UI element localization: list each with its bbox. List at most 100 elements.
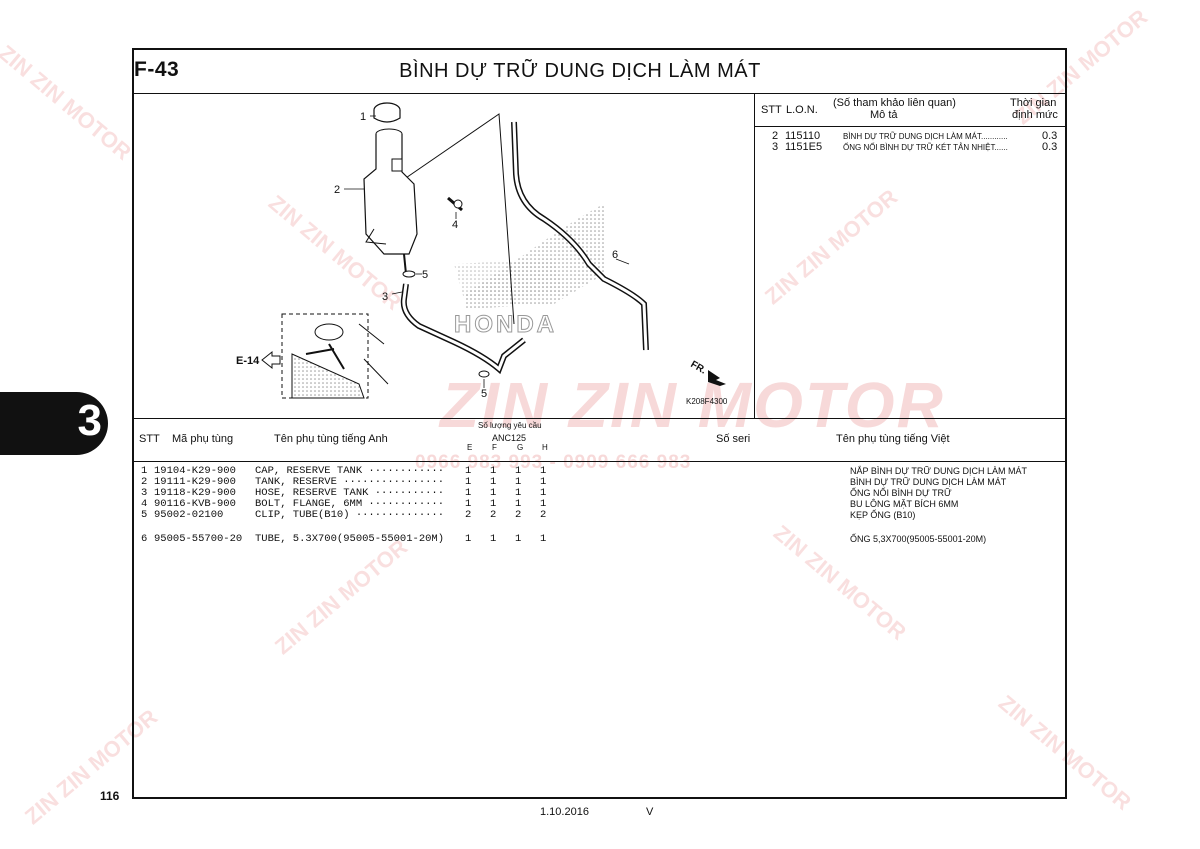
part-stt: 6 [141,533,148,545]
service-row-time: 0.3 [1042,130,1058,142]
part-stt: 5 [141,509,148,521]
watermark-brand-topleft: ZIN ZIN MOTOR [0,40,137,165]
service-row-time: 0.3 [1042,141,1058,153]
page-title: BÌNH DỰ TRỮ DUNG DỊCH LÀM MÁT [399,60,761,82]
part-number: 95002-02100 [154,509,224,521]
part-name-en: BOLT, FLANGE, 6MM ············ [255,498,445,510]
tube-clip [402,270,416,278]
page-number: 116 [100,789,120,803]
part-qty: 2 [515,509,522,521]
callout-5: 5 [422,269,428,281]
part-qty: 1 [540,533,547,545]
part-name-en: CAP, RESERVE TANK ············ [255,465,445,477]
part-qty: 1 [465,487,472,499]
part-qty: 1 [490,465,497,477]
part-number: 90116-KVB-900 [154,498,236,510]
callout-2: 2 [334,184,340,196]
col-name-en: Tên phụ tùng tiếng Anh [274,433,388,445]
service-header-lon: L.O.N. [786,104,818,116]
col-qty-title: Số lượng yêu cầu [478,421,542,430]
footer-date: 1.10.2016 [540,806,589,818]
tube-clip-lower [478,370,490,378]
part-qty: 1 [515,476,522,488]
service-row-desc: ỐNG NỐI BÌNH DỰ TRỮ KÉT TẢN NHIỆT...... [843,143,1008,152]
part-qty: 1 [465,465,472,477]
part-name-vi: ỐNG NỐI BÌNH DỰ TRỮ [850,488,952,498]
title-divider [133,93,1066,94]
part-qty: 1 [515,487,522,499]
part-stt: 1 [141,465,148,477]
part-qty: 1 [540,465,547,477]
col-part-no: Mã phụ tùng [172,433,234,445]
service-header-time1: Thời gian [1010,97,1057,109]
part-name-vi: NẮP BÌNH DỰ TRỮ DUNG DỊCH LÀM MÁT [850,466,1028,476]
service-row-lon: 1151E5 [785,141,823,153]
part-qty: 1 [515,465,522,477]
part-name-vi: ỐNG 5,3X700(95005-55001-20M) [850,534,987,544]
col-model: ANC125 [492,433,527,443]
col-name-vi: Tên phụ tùng tiếng Việt [836,433,950,445]
part-name-en: CLIP, TUBE(B10) ·············· [255,509,445,521]
part-name-en: TANK, RESERVE ················ [255,476,445,488]
part-number: 19104-K29-900 [154,465,236,477]
e14-label: E-14 [236,355,260,367]
service-row-lon: 115110 [785,130,821,142]
col-variant-f: F [492,443,497,452]
service-table-divider [754,94,755,418]
part-qty: 1 [515,533,522,545]
part-number: 19111-K29-900 [154,476,236,488]
reserve-tank-cap [373,102,401,123]
part-qty: 1 [465,533,472,545]
e14-arrow-icon [261,350,281,370]
service-row-stt: 2 [772,130,779,142]
callout-6: 6 [612,249,618,261]
service-header-time2: định mức [1012,109,1058,121]
part-qty: 1 [515,498,522,510]
parts-header-divider [133,461,1066,462]
section-code: F-43 [134,58,180,81]
part-name-vi: KẸP ỐNG (B10) [850,510,916,520]
service-row-desc: BÌNH DỰ TRỮ DUNG DỊCH LÀM MÁT...........… [843,132,1008,141]
part-qty: 1 [465,498,472,510]
flange-bolt [447,196,463,212]
part-qty: 1 [490,533,497,545]
part-stt: 3 [141,487,148,499]
service-header-ref: (Số tham khảo liên quan) [833,97,956,109]
part-name-vi: BÌNH DỰ TRỮ DUNG DỊCH LÀM MÁT [850,477,1007,487]
col-variant-e: E [467,443,473,452]
callout-4: 4 [452,219,458,231]
radiator-inset [281,313,389,399]
reserve-tank [363,128,418,275]
part-qty: 1 [490,487,497,499]
page-frame [132,48,1067,799]
col-variant-g: G [517,443,524,452]
part-name-en: HOSE, RESERVE TANK ··········· [255,487,445,499]
service-header-divider [755,126,1066,127]
parts-diagram: HONDA [236,102,728,406]
service-header-stt: STT [761,104,782,116]
service-row-stt: 3 [772,141,779,153]
chapter-number: 3 [77,396,102,445]
part-qty: 1 [540,476,547,488]
callout-5-lower: 5 [481,388,487,400]
honda-wing-logo: HONDA [454,204,604,339]
service-header-desc: Mô tả [870,109,898,121]
col-stt: STT [139,433,160,445]
part-number: 19118-K29-900 [154,487,236,499]
part-qty: 1 [465,476,472,488]
part-stt: 4 [141,498,148,510]
callout-1: 1 [360,111,366,123]
col-variant-h: H [542,443,548,452]
chapter-tab: 3 [0,392,108,455]
honda-brand-text: HONDA [454,311,557,338]
front-label: FR. [689,359,709,377]
part-qty: 2 [540,509,547,521]
part-number: 95005-55700-20 [154,533,243,545]
part-qty: 1 [540,487,547,499]
diagram-divider [133,418,1066,419]
footer-version: V [646,806,654,818]
part-qty: 2 [490,509,497,521]
part-qty: 2 [465,509,472,521]
col-serial: Số seri [716,433,751,445]
callout-3: 3 [382,291,388,303]
